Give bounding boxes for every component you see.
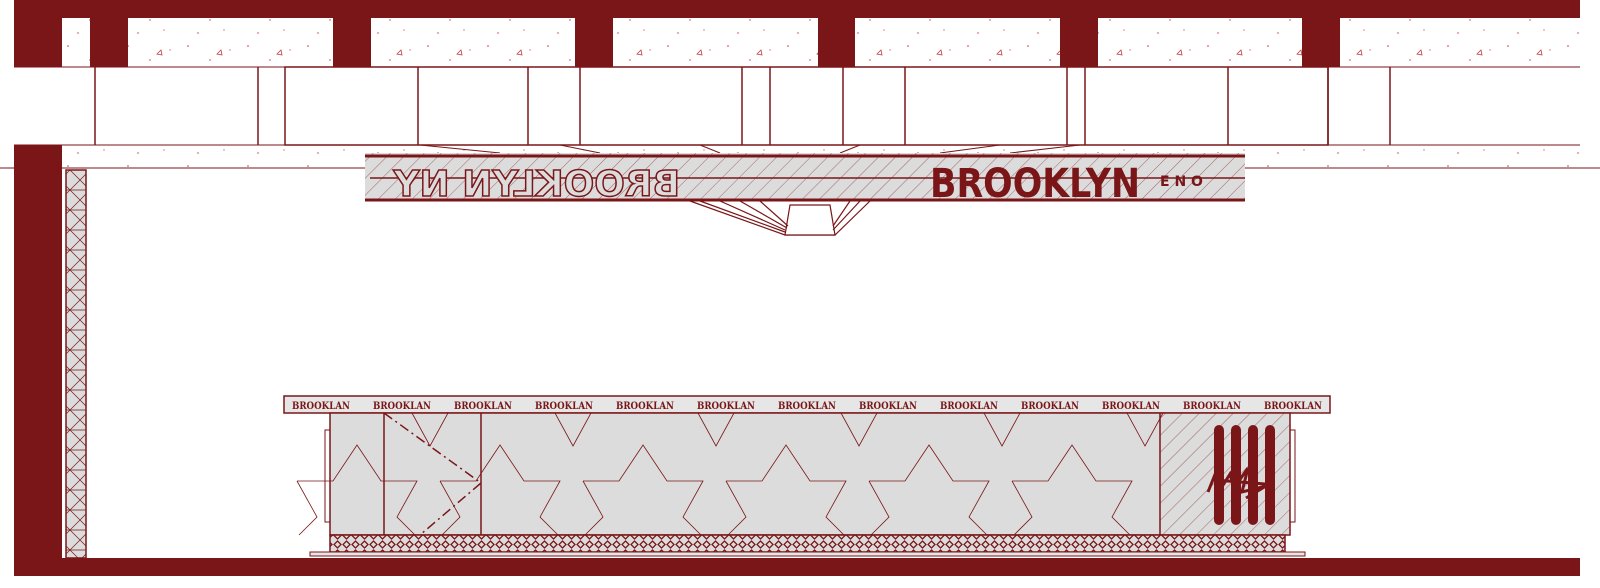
star-shape [725,444,847,536]
star-shape [439,444,561,536]
handle-bars [1214,425,1275,525]
left-wall [14,0,87,559]
counter: BROOKLAN BROOKLAN BROOKLAN BROOKLAN BROOKLAN… [283,395,1331,557]
ceiling-pillars [90,18,1340,67]
band-label: BROOKLAN [778,401,836,412]
lattice-column [65,169,87,559]
band-label: BROOKLAN [616,401,674,412]
band-label: BROOKLAN [697,401,755,412]
panel-graffiti [1206,466,1267,500]
band-label: BROOKLAN [1183,401,1241,412]
ceiling-slab [0,0,1600,169]
band-label: BROOKLAN [859,401,917,412]
star-shape [296,444,418,536]
counter-base [309,551,1306,557]
star-shape [1126,412,1164,447]
band-label: BROOKLAN [535,401,593,412]
sign-graffiti-right: BROOKLYN [930,161,1140,207]
hanging-sign: BROOKLYN NY BROOKLYN E N O [365,144,1245,236]
band-label: BROOKLAN [1021,401,1079,412]
band-label: BROOKLAN [1102,401,1160,412]
ceiling-frame [284,66,1329,146]
counter-kickplate [329,534,1286,553]
star-shape [983,412,1021,447]
band-label: BROOKLAN [292,401,350,412]
counter-band-labels: BROOKLAN BROOKLAN BROOKLAN BROOKLAN BROOKLAN… [292,401,1322,412]
sign-bracket-bottom [689,200,871,236]
floor [14,558,1580,576]
sign-tag: E N O [1160,174,1203,190]
band-label: BROOKLAN [1264,401,1322,412]
sign-bracket-top [419,144,1081,154]
star-shape [840,412,878,447]
band-label: BROOKLAN [373,401,431,412]
sign-graffiti-left: BROOKLYN NY [393,164,680,205]
band-label: BROOKLAN [940,401,998,412]
star-shape [582,444,704,536]
band-label: BROOKLAN [454,401,512,412]
star-shape [697,412,735,447]
star-shape [554,412,592,447]
star-shape [1011,444,1133,536]
star-pattern [296,412,1164,536]
star-shape [411,412,449,447]
counter-body [329,412,1291,536]
star-shape [868,444,990,536]
